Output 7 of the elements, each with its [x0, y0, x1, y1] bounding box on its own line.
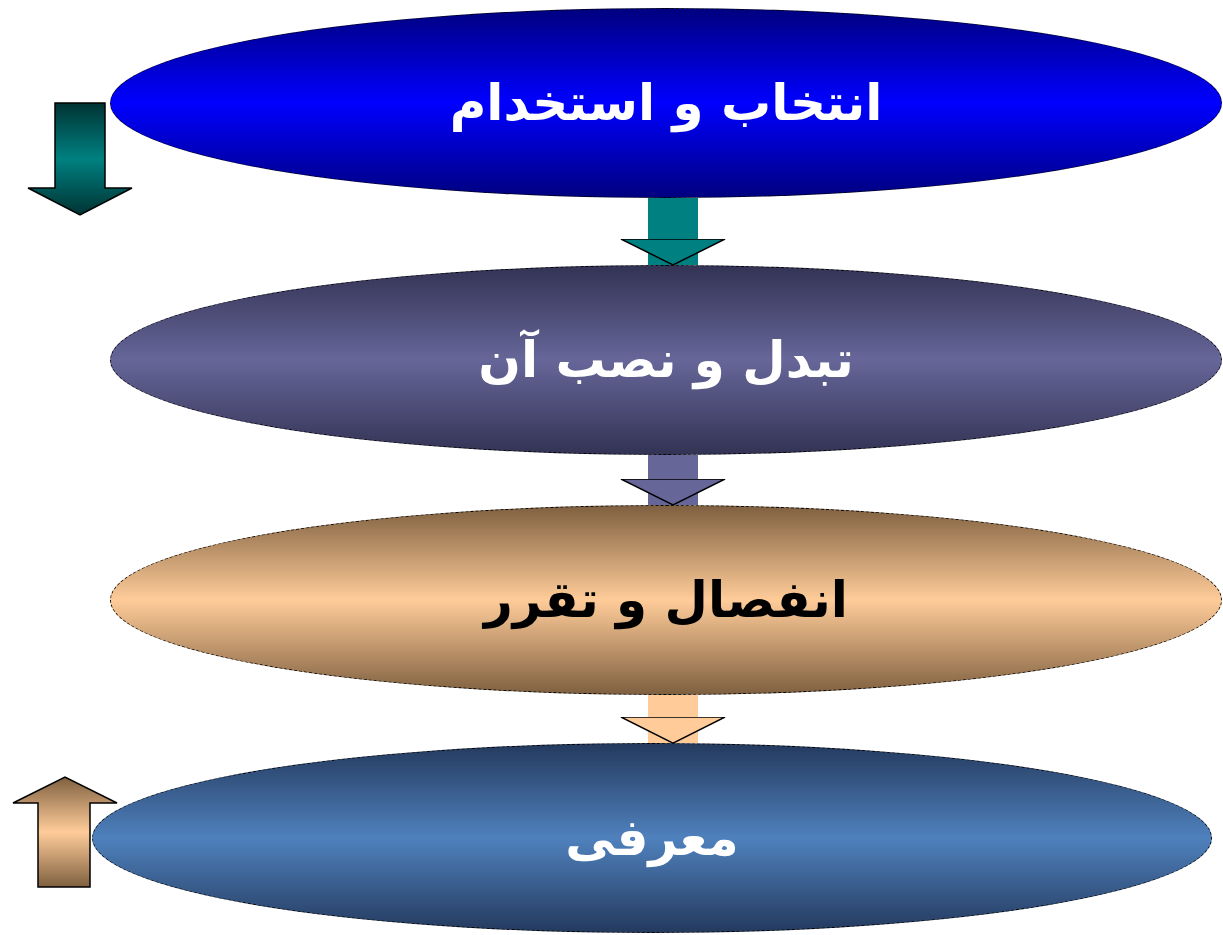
block-arrow [620, 198, 726, 266]
block-arrow [620, 455, 726, 506]
ellipse-label: تبدل و نصب آن [478, 331, 854, 389]
ellipse-label: انتخاب و استخدام [449, 74, 883, 132]
ellipse-label: معرفی [565, 809, 739, 867]
ellipse-label: انفصال و تقرر [484, 571, 848, 629]
block-arrow [620, 695, 726, 744]
